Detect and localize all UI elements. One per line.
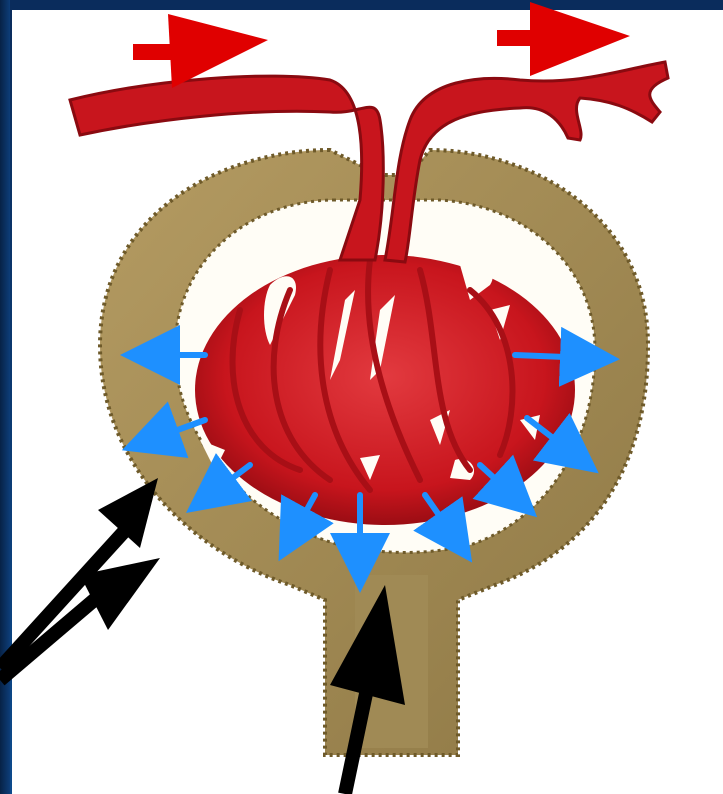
blood-flow-arrows bbox=[133, 2, 630, 88]
filtration-arrow bbox=[515, 355, 590, 358]
red-arrow-right bbox=[497, 2, 630, 76]
glomerulus bbox=[195, 255, 575, 525]
